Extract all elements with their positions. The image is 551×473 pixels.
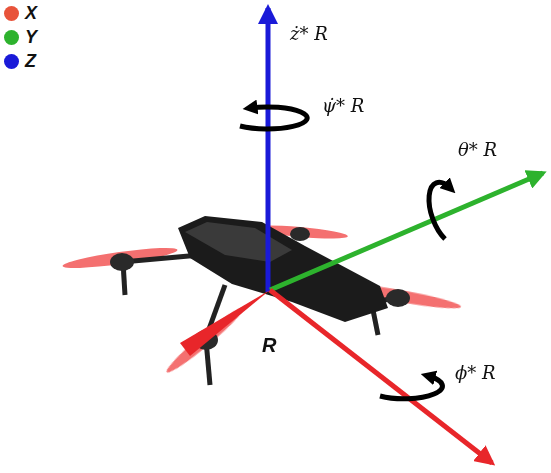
axis-label: ϕ* R (455, 363, 496, 383)
drone-canopy (185, 222, 292, 262)
rotation-arrow (380, 376, 442, 399)
legend-entry: Y (4, 28, 37, 46)
rotation-arrow (240, 107, 307, 129)
rotation-arrow (429, 182, 450, 239)
legend-entry: Z (4, 52, 36, 70)
axis-label: ż* R (290, 24, 328, 44)
axis-label: ψ̇* R (322, 96, 364, 116)
z-axis (266, 8, 271, 292)
legend-text: Y (25, 27, 37, 48)
legend-entry: X (4, 4, 37, 22)
legend-text: X (25, 3, 37, 24)
legend-swatch (4, 54, 19, 69)
axis-label: θ* R (458, 140, 497, 160)
heading-cone (180, 290, 270, 356)
frame-label: R (262, 334, 276, 356)
drone-body (178, 216, 388, 322)
propeller (62, 223, 462, 377)
y-axis (270, 173, 543, 290)
legend-text: Z (25, 51, 36, 72)
legend-swatch (4, 6, 19, 21)
legend-swatch (4, 30, 19, 45)
